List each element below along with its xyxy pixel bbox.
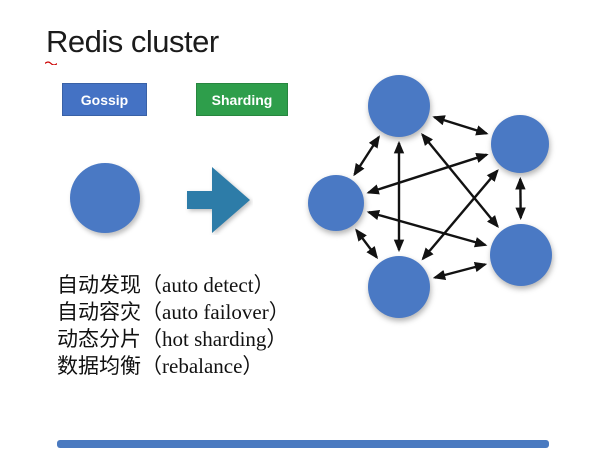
network-edge-arrow — [432, 262, 488, 280]
network-edge-arrow — [353, 135, 380, 177]
cluster-node-single — [70, 163, 140, 233]
cluster-node-left — [308, 175, 364, 231]
feature-item: 数据均衡（rebalance） — [57, 354, 264, 378]
network-edge-arrow — [366, 152, 489, 195]
gossip-button-label: Gossip — [80, 91, 129, 108]
sharding-button[interactable]: Sharding — [196, 83, 288, 116]
network-edge-arrow — [432, 115, 489, 136]
feature-item: 动态分片（hot sharding） — [57, 327, 288, 351]
sharding-button-label: Sharding — [211, 91, 273, 108]
cluster-node-top — [368, 75, 430, 137]
feature-list: 自动发现（auto detect） 自动容灾（auto failover） 动态… — [57, 272, 290, 380]
feature-item: 自动发现（auto detect） — [57, 273, 275, 297]
network-edge-arrow — [421, 169, 499, 261]
page-title: Redis cluster — [46, 24, 219, 59]
cluster-node-right-upper — [491, 115, 549, 173]
gossip-button[interactable]: Gossip — [62, 83, 147, 116]
cluster-node-right-lower — [490, 224, 552, 286]
network-edge-arrow — [421, 132, 499, 229]
footer-accent-bar — [57, 440, 549, 448]
feature-item: 自动容灾（auto failover） — [57, 300, 290, 324]
network-edge-arrow — [355, 228, 379, 260]
network-edge-arrow — [366, 210, 488, 248]
right-block-arrow-icon — [187, 167, 250, 233]
cluster-node-bottom — [368, 256, 430, 318]
spellcheck-squiggle-icon — [45, 61, 57, 65]
